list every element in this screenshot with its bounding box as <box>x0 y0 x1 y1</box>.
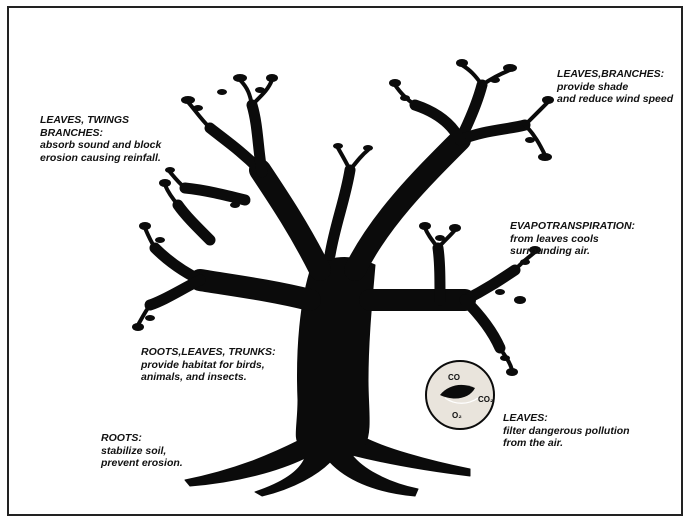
limb-left-upper <box>260 170 320 270</box>
annotation-title: ROOTS: <box>101 432 211 445</box>
annotation-body: provide habitat for birds, animals, and … <box>141 359 311 384</box>
co-label: CO <box>448 373 460 382</box>
tree-roots <box>185 438 470 496</box>
annotation-roots: ROOTS: stabilize soil, prevent erosion. <box>101 432 211 470</box>
annotation-leaves-filter: LEAVES: filter dangerous pollution from … <box>503 412 663 450</box>
annotation-title: EVAPOTRANSPIRATION: <box>510 220 650 233</box>
o2-label: O₂ <box>452 411 462 420</box>
annotation-title: LEAVES: <box>503 412 663 425</box>
annotation-body: provide shade and reduce wind speed <box>557 81 682 106</box>
co2-label: CO₂ <box>478 395 494 404</box>
annotation-leaves-branches: LEAVES,BRANCHES: provide shade and reduc… <box>557 68 682 106</box>
annotation-roots-leaves-trunks: ROOTS,LEAVES, TRUNKS: provide habitat fo… <box>141 346 311 384</box>
annotation-body: absorb sound and block erosion causing r… <box>40 139 210 164</box>
limb-left-lower <box>200 280 310 300</box>
annotation-body: filter dangerous pollution from the air. <box>503 425 663 450</box>
annotation-title: LEAVES, TWINGS BRANCHES: <box>40 114 210 139</box>
annotation-evapotranspiration: EVAPOTRANSPIRATION: from leaves cools su… <box>510 220 650 258</box>
annotation-body: from leaves cools surrounding air. <box>510 233 650 258</box>
annotation-title: ROOTS,LEAVES, TRUNKS: <box>141 346 311 359</box>
annotation-leaves-twigs: LEAVES, TWINGS BRANCHES: absorb sound an… <box>40 114 210 164</box>
annotation-title: LEAVES,BRANCHES: <box>557 68 682 81</box>
limb-right-upper <box>355 140 460 270</box>
annotation-body: stabilize soil, prevent erosion. <box>101 445 211 470</box>
